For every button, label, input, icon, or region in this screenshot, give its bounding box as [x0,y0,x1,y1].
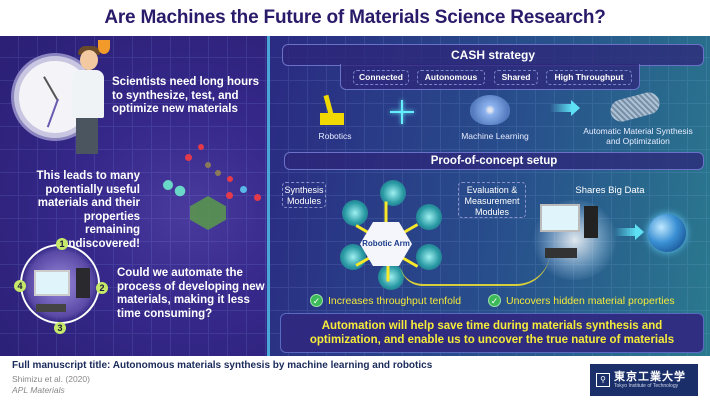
authors: Shimizu et al. (2020) [12,374,90,384]
label-robotics: Robotics [318,131,352,141]
computer-monitor-icon [34,270,70,296]
title-bar: Are Machines the Future of Materials Sci… [0,0,710,36]
cycle-step-1: 1 [56,238,68,250]
footer: Full manuscript title: Autonomous materi… [0,356,710,400]
module-upper-left [342,200,368,226]
cycle-step-3: 3 [54,322,66,334]
pill-connected: Connected [353,70,409,85]
label-machine-learning: Machine Learning [461,131,529,141]
computer-monitor-icon [540,204,580,232]
manuscript-title: Full manuscript title: Autonomous materi… [12,360,433,371]
module-top [380,180,406,206]
cycle-step-4: 4 [14,280,26,292]
data-cable [400,252,550,286]
module-lower-left [340,244,366,270]
journal: APL Materials [12,385,65,395]
arrow-up [384,201,388,224]
evaluation-modules-label: Evaluation & Measurement Modules [458,182,526,218]
computer-tower-icon [584,206,598,238]
shares-big-data-label: Shares Big Data [575,185,645,196]
module-bottom [378,264,404,290]
arrow-right-icon [614,224,644,240]
cash-strategy-header: CASH strategy [282,44,704,66]
pill-autonomous: Autonomous [417,70,485,85]
proof-of-concept-header: Proof-of-concept setup [284,152,704,170]
left-panel: Scientists need long hours to synthesize… [0,36,270,356]
label-automatic-synthesis: Automatic Material Synthesis and Optimiz… [583,126,693,146]
arrow-down [386,265,390,282]
check-icon: ✓ [488,294,501,307]
keyboard-icon [36,304,66,312]
synthesis-modules-label: Synthesis Modules [282,182,326,208]
undiscovered-text: This leads to many potentially useful ma… [36,170,140,250]
question-text: Could we automate the process of develop… [117,267,265,320]
module-upper-right [416,204,442,230]
arrow-right-icon [550,100,580,116]
pill-high-throughput: High Throughput [546,70,632,85]
check-icon: ✓ [310,294,323,307]
benefit-hidden-properties: ✓ Uncovers hidden material properties [488,294,675,307]
keyboard-icon [545,248,577,258]
panel-divider [267,36,271,356]
computer-tower-icon [76,268,90,298]
pill-shared: Shared [494,70,538,85]
brain-icon [470,95,510,125]
cycle-step-2: 2 [96,282,108,294]
page-title: Are Machines the Future of Materials Sci… [104,7,606,28]
plus-icon [390,100,414,124]
benefit-throughput: ✓ Increases throughput tenfold [310,294,461,307]
summary-box: Automation will help save time during ma… [280,313,704,353]
intro-text: Scientists need long hours to synthesize… [112,76,259,115]
robotic-arm-icon [320,94,344,125]
logo-emblem-icon: ⚲ [596,373,610,387]
globe-icon [648,214,686,252]
institution-logo: ⚲ 東京工業大学 Tokyo Institute of Technology [590,364,698,396]
cash-pills-container [340,64,640,90]
flask-icon [98,40,110,54]
